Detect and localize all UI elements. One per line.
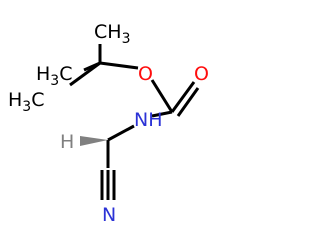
carbonyl-oxygen-label: O — [194, 63, 209, 85]
bond-carbonyl-double-a — [170, 81, 196, 113]
methyl-upper-left-label: H3C — [36, 63, 73, 89]
atom-labels: CH3 H3C H3C O O NH H N — [8, 21, 209, 226]
amide-nh-label: NH — [134, 109, 163, 131]
bond-o-ester-carbonyl-c — [150, 79, 174, 113]
bond-n-calpha — [107, 124, 135, 142]
bonds — [69, 44, 200, 200]
bond-cq-o-ester — [99, 61, 139, 70]
svg-text:H3C: H3C — [8, 89, 45, 115]
methyl-left-label: H3C — [8, 89, 45, 115]
svg-text:CH3: CH3 — [94, 21, 131, 47]
stereo-hydrogen-label: H — [60, 131, 74, 153]
molecule-structure: CH3 H3C H3C O O NH H N — [8, 21, 209, 226]
methyl-top-right-label: CH3 — [94, 21, 131, 47]
nitrile-nitrogen-label: N — [102, 204, 116, 226]
stereo-wedge-bond — [80, 136, 108, 146]
bond-carbonyl-c-n — [151, 110, 173, 118]
bond-carbonyl-double-b — [176, 87, 200, 117]
bond-cq-ch3-left — [69, 61, 101, 87]
svg-text:H3C: H3C — [36, 63, 73, 89]
ester-oxygen-label: O — [138, 63, 153, 85]
